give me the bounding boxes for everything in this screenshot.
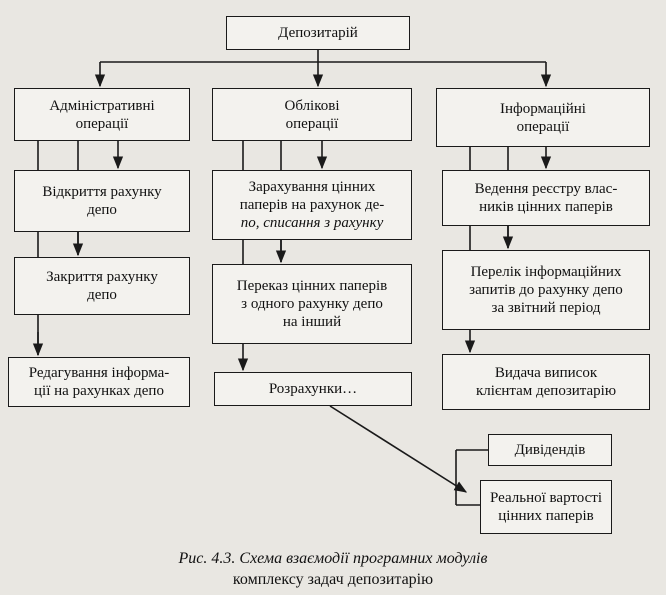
node-close-account-line2: депо bbox=[87, 287, 117, 303]
figure-caption-line1: Рис. 4.3. Схема взаємодії програмних мод… bbox=[178, 550, 488, 567]
node-real-value-line1: Реальної вартості bbox=[489, 490, 602, 506]
node-dividends-label: Дивідендів bbox=[514, 442, 586, 458]
node-transfer-line2: з одного рахунку депо bbox=[241, 296, 383, 312]
node-account-ops-line2: операції bbox=[285, 115, 339, 132]
node-admin-ops: Адміністративні операції bbox=[14, 88, 190, 141]
node-transfer: Переказ цінних паперів з одного рахунку … bbox=[212, 264, 412, 344]
node-real-value: Реальної вартості цінних паперів bbox=[480, 480, 612, 534]
node-crediting-line3: по, списання з рахунку bbox=[240, 215, 384, 231]
node-open-account-line2: депо bbox=[87, 202, 117, 218]
node-info-requests-line2: запитів до рахунку депо bbox=[469, 282, 623, 298]
node-registry-line2: ників цінних паперів bbox=[479, 199, 613, 215]
node-info-requests-line1: Перелік інформаційних bbox=[470, 264, 622, 280]
node-info-ops-line1: Інформаційні bbox=[500, 100, 586, 117]
node-account-ops-line1: Облікові bbox=[284, 97, 340, 114]
node-statements-line2: клієнтам депозитарію bbox=[475, 383, 617, 399]
node-statements: Видача виписок клієнтам депозитарію bbox=[442, 354, 650, 410]
node-crediting-line1: Зарахування цінних bbox=[248, 179, 376, 195]
node-account-ops: Облікові операції bbox=[212, 88, 412, 141]
node-depository-label: Депозитарій bbox=[278, 25, 358, 41]
node-real-value-line2: цінних паперів bbox=[498, 508, 594, 524]
node-registry: Ведення реєстру влас- ників цінних папер… bbox=[442, 170, 650, 226]
node-open-account-line1: Відкриття рахунку bbox=[42, 184, 162, 200]
node-transfer-line3: на інший bbox=[282, 314, 342, 330]
node-edit-info-line2: ції на рахунках депо bbox=[34, 383, 164, 399]
node-crediting-line2: паперів на рахунок де- bbox=[239, 197, 385, 213]
node-settlements: Розрахунки… bbox=[214, 372, 412, 406]
node-registry-line1: Ведення реєстру влас- bbox=[474, 181, 618, 197]
node-edit-info-line1: Редагування інформа- bbox=[28, 365, 170, 381]
figure-caption-line2: комплексу задач депозитарію bbox=[232, 571, 434, 588]
node-admin-ops-line2: операції bbox=[75, 115, 129, 132]
node-transfer-line1: Переказ цінних паперів bbox=[236, 278, 388, 294]
node-close-account-line1: Закриття рахунку bbox=[46, 269, 158, 285]
node-edit-info: Редагування інформа- ції на рахунках деп… bbox=[8, 357, 190, 407]
arrow-settlements-to-group bbox=[329, 405, 468, 493]
node-info-requests-line3: за звітний період bbox=[491, 300, 601, 316]
node-info-ops-line2: операції bbox=[516, 118, 570, 135]
node-close-account: Закриття рахунку депо bbox=[14, 257, 190, 315]
node-info-requests: Перелік інформаційних запитів до рахунку… bbox=[442, 250, 650, 330]
node-statements-line1: Видача виписок bbox=[494, 365, 598, 381]
node-settlements-label: Розрахунки… bbox=[268, 381, 358, 397]
node-dividends: Дивідендів bbox=[488, 434, 612, 466]
node-open-account: Відкриття рахунку депо bbox=[14, 170, 190, 232]
node-crediting: Зарахування цінних паперів на рахунок де… bbox=[212, 170, 412, 240]
node-depository: Депозитарій bbox=[226, 16, 410, 50]
node-admin-ops-line1: Адміністративні bbox=[49, 97, 155, 114]
node-info-ops: Інформаційні операції bbox=[436, 88, 650, 147]
